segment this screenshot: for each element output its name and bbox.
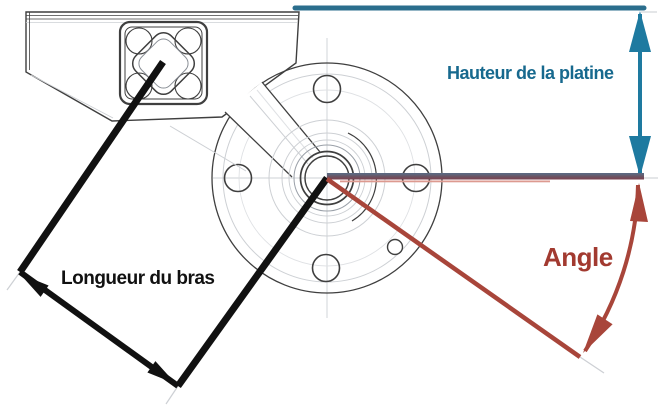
angle-dimension [325, 177, 648, 359]
plate-height-label: Hauteur de la platine [447, 63, 614, 83]
arm-dim-arrowhead-right [147, 361, 176, 384]
hub-axis-line [327, 173, 644, 180]
plate-height-dimension [292, 5, 651, 177]
arm-dim-arrowhead-left [20, 274, 49, 297]
bolt-hole-bottom [311, 253, 341, 283]
height-arrowhead-up [629, 11, 651, 52]
height-arrowhead-down [629, 136, 651, 177]
swing-arm [169, 81, 321, 178]
angle-arrowhead-bottom [583, 314, 613, 353]
arm-length-label: Longueur du bras [61, 268, 215, 289]
angle-arrowhead-top [630, 183, 648, 222]
bolt-hole-top [312, 74, 342, 104]
extension-overhangs [6, 11, 658, 405]
angle-label: Angle [543, 242, 613, 272]
hub-axis-red-fringe [340, 180, 550, 183]
small-hole [386, 238, 404, 256]
arm-length-dimension [17, 60, 330, 389]
bolt-hole-left [223, 163, 253, 193]
